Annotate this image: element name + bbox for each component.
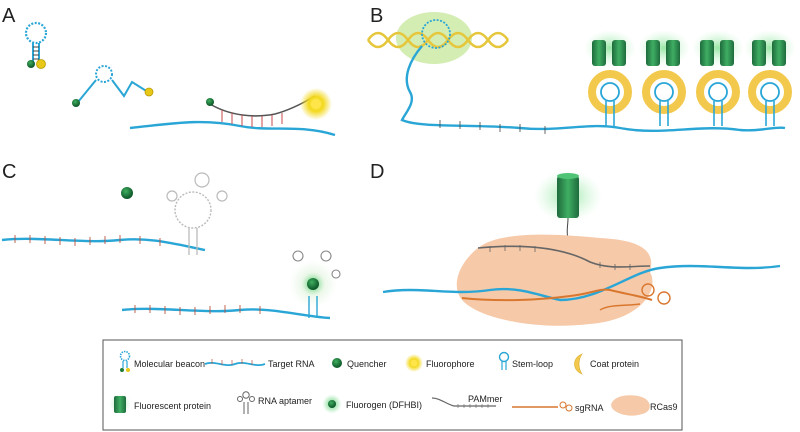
pammer-strand [477, 245, 651, 268]
legend-label-rcas9: RCas9 [650, 402, 678, 412]
rna-ticks-b [439, 120, 546, 134]
legend-label-rna-aptamer: RNA aptamer [258, 396, 312, 406]
legend-label-molecular-beacon: Molecular beacon [134, 359, 205, 369]
legend-item-quencher: Quencher [332, 358, 387, 369]
legend-label-fluorogen: Fluorogen (DFHBI) [346, 400, 422, 410]
panel-label-a: A [2, 5, 16, 27]
coat-unit-4 [744, 30, 796, 126]
rcas9-complex [456, 234, 653, 326]
coat-unit-3 [692, 30, 744, 126]
legend-item-fluorophore: Fluorophore [405, 354, 475, 372]
panel-label-c: C [2, 161, 16, 183]
legend-item-sgrna: sgRNA [512, 401, 604, 413]
molecular-beacon-closed [24, 21, 48, 69]
legend-label-fluorescent-protein: Fluorescent protein [134, 401, 211, 411]
legend-item-target-rna: Target RNA [204, 359, 315, 369]
panel-a: A [2, 5, 336, 137]
sgrna-loops [599, 283, 671, 311]
legend-item-pammer: PAMmer [431, 394, 502, 408]
beacon-hybridized-target [129, 88, 336, 137]
dna-helix [366, 12, 510, 64]
ms2-array [584, 30, 796, 126]
legend-item-fluorescent-protein: Fluorescent protein [109, 394, 211, 414]
legend-label-stem-loop: Stem-loop [512, 359, 553, 369]
aptamer-unbound [1, 172, 228, 255]
free-fluorogen [121, 187, 133, 199]
legend-item-coat-protein: Coat protein [574, 353, 639, 375]
panel-c: C [1, 161, 341, 320]
legend-label-target-rna: Target RNA [268, 359, 315, 369]
legend-item-rna-aptamer: RNA aptamer [237, 391, 312, 414]
legend-label-coat-protein: Coat protein [590, 359, 639, 369]
aptamer-bound [121, 250, 341, 320]
legend-label-fluorophore: Fluorophore [426, 359, 475, 369]
legend-label-sgrna: sgRNA [575, 403, 604, 413]
coat-unit-1 [584, 30, 636, 126]
fluorescent-protein-tag [534, 170, 602, 239]
legend-label-pammer: PAMmer [468, 394, 502, 404]
legend-item-fluorogen: Fluorogen (DFHBI) [322, 394, 422, 414]
legend-item-molecular-beacon: Molecular beacon [119, 350, 205, 372]
legend-label-quencher: Quencher [347, 359, 387, 369]
coat-unit-2 [638, 30, 690, 126]
legend: Molecular beacon Target RNA Quencher Flu… [102, 339, 683, 431]
legend-item-stem-loop: Stem-loop [498, 351, 553, 370]
nascent-rna-strand [400, 45, 786, 133]
legend-item-rcas9: RCas9 [611, 395, 678, 416]
panel-label-b: B [370, 5, 383, 27]
panel-b: B [366, 5, 796, 134]
molecular-beacon-opening [72, 65, 154, 107]
target-rna-d [382, 264, 781, 302]
panel-d: D [370, 161, 781, 326]
panel-label-d: D [370, 161, 384, 183]
sgrna-strand [461, 288, 653, 302]
